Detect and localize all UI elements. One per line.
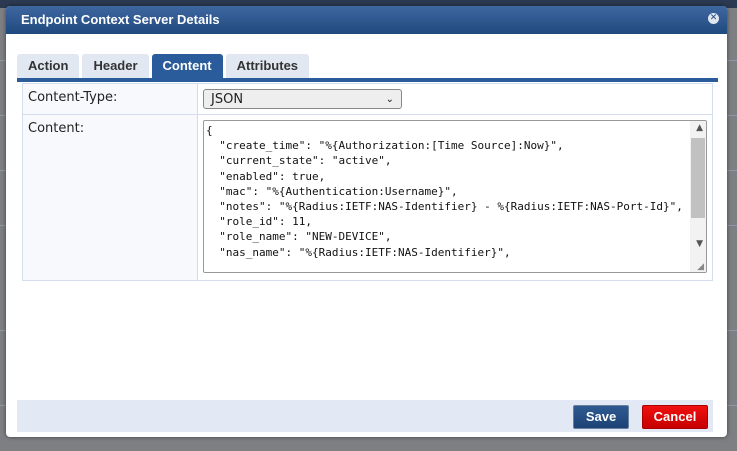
cancel-button[interactable]: Cancel bbox=[642, 405, 708, 429]
endpoint-context-server-dialog: Endpoint Context Server Details ✕ Action… bbox=[6, 6, 727, 437]
content-textarea[interactable]: { "create_time": "%{Authorization:[Time … bbox=[203, 120, 707, 273]
background-page-header bbox=[0, 0, 737, 8]
save-button[interactable]: Save bbox=[573, 405, 629, 429]
content-label: Content: bbox=[22, 114, 198, 281]
content-type-select[interactable]: JSON ⌄ bbox=[203, 89, 402, 109]
content-type-value: JSON bbox=[211, 92, 244, 107]
close-icon[interactable]: ✕ bbox=[708, 13, 719, 24]
tab-content[interactable]: Content bbox=[151, 54, 223, 78]
scroll-down-icon[interactable]: ▼ bbox=[696, 239, 703, 249]
tab-header[interactable]: Header bbox=[82, 54, 149, 78]
dialog-title: Endpoint Context Server Details bbox=[6, 6, 727, 34]
chevron-down-icon: ⌄ bbox=[385, 94, 394, 105]
scrollbar-thumb[interactable] bbox=[691, 138, 705, 218]
resize-handle-icon[interactable]: ◢ bbox=[697, 262, 704, 272]
content-form: Content-Type: JSON ⌄ Content: { "create_t… bbox=[22, 83, 713, 281]
content-type-label: Content-Type: bbox=[22, 83, 198, 115]
tab-attributes[interactable]: Attributes bbox=[225, 54, 310, 78]
tab-action[interactable]: Action bbox=[17, 54, 80, 78]
dialog-footer: Save Cancel bbox=[17, 400, 713, 432]
textarea-scrollbar[interactable]: ▲ ▼ bbox=[690, 121, 706, 272]
tab-bar: Action Header Content Attributes bbox=[17, 51, 718, 82]
content-text: { "create_time": "%{Authorization:[Time … bbox=[206, 124, 683, 259]
scroll-up-icon[interactable]: ▲ bbox=[696, 123, 703, 133]
